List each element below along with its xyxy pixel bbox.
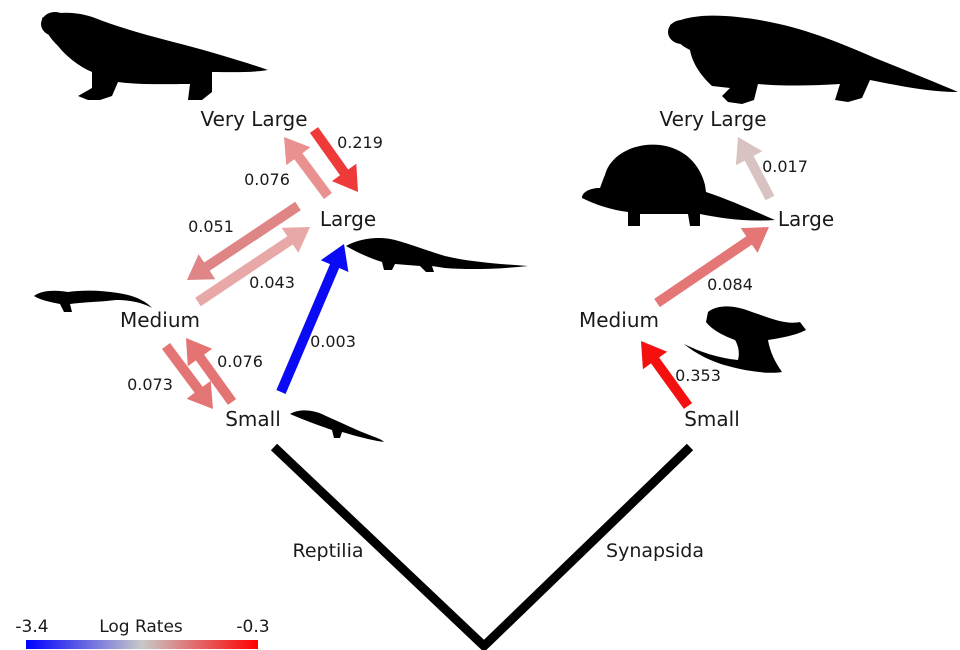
rate-synapsida-small-to-medium: 0.353	[675, 366, 721, 385]
legend-color-scale	[26, 640, 258, 649]
rate-reptilia-very-large-to-large: 0.219	[337, 133, 383, 152]
reptilia-state-very-large: Very Large	[200, 107, 307, 131]
arrow-reptilia-small-to-large	[276, 244, 348, 394]
clade-label-synapsida: Synapsida	[606, 540, 704, 562]
rate-synapsida-large-to-very-large: 0.017	[762, 157, 808, 176]
rate-synapsida-medium-to-large: 0.084	[707, 275, 753, 294]
rate-reptilia-large-to-very-large: 0.076	[244, 170, 290, 189]
synapsida-very-large-silhouette	[668, 16, 958, 104]
reptilia-state-large: Large	[320, 207, 376, 231]
rate-reptilia-large-to-medium: 0.051	[188, 217, 234, 236]
legend-min-value: -3.4	[15, 617, 48, 637]
reptilia-small-silhouette	[290, 410, 384, 442]
synapsida-medium-silhouette	[684, 306, 806, 372]
reptilia-large-silhouette	[346, 238, 528, 272]
synapsida-state-very-large: Very Large	[659, 107, 766, 131]
reptilia-state-medium: Medium	[120, 308, 200, 332]
synapsida-state-small: Small	[684, 407, 740, 431]
reptilia-very-large-silhouette	[41, 12, 268, 100]
arrow-synapsida-medium-to-large	[654, 227, 769, 307]
synapsida-state-large: Large	[778, 207, 834, 231]
rate-reptilia-medium-to-small: 0.073	[127, 375, 173, 394]
rate-reptilia-small-to-large: 0.003	[310, 332, 356, 351]
rate-reptilia-small-to-medium: 0.076	[217, 352, 263, 371]
synapsida-state-medium: Medium	[579, 308, 659, 332]
legend-title: Log Rates	[99, 617, 183, 637]
rate-reptilia-medium-to-large: 0.043	[249, 273, 295, 292]
clade-label-reptilia: Reptilia	[292, 540, 363, 562]
legend-max-value: -0.3	[236, 617, 269, 637]
reptilia-state-small: Small	[225, 407, 281, 431]
